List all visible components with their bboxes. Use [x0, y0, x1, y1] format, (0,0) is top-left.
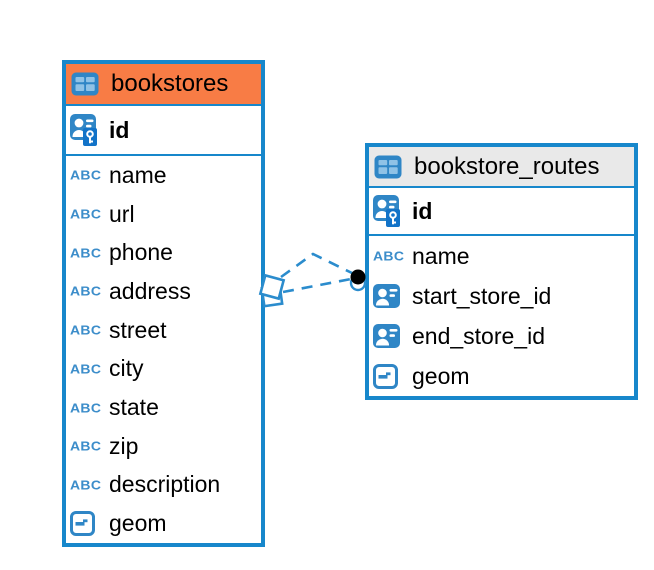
column-row[interactable]: ABC url	[66, 195, 261, 234]
column-name: phone	[109, 239, 173, 266]
table-icon	[71, 72, 102, 96]
column-row[interactable]: ABC zip	[66, 427, 261, 466]
text-type-icon: ABC	[70, 361, 102, 377]
column-name: address	[109, 277, 191, 304]
column-name: name	[412, 242, 470, 269]
column-row[interactable]: geom	[369, 356, 634, 396]
table-title: bookstore_routes	[414, 152, 600, 180]
relation-line-1[interactable]	[280, 252, 353, 279]
text-type-icon: ABC	[70, 167, 102, 183]
column-name: street	[109, 316, 167, 343]
text-type-icon: ABC	[373, 248, 405, 264]
column-row[interactable]: ABC description	[66, 466, 261, 505]
text-type-icon: ABC	[70, 245, 102, 261]
text-type-icon: ABC	[70, 400, 102, 415]
column-row[interactable]: ABC state	[66, 388, 261, 427]
column-name: city	[109, 355, 144, 382]
table-icon	[374, 155, 405, 179]
column-name: description	[109, 471, 221, 498]
column-name: end_store_id	[412, 322, 545, 349]
column-name: id	[109, 116, 130, 143]
table-header-bookstore-routes[interactable]: bookstore_routes	[369, 147, 634, 188]
column-row[interactable]: id	[66, 106, 261, 154]
column-name: id	[412, 197, 433, 224]
geometry-type-icon	[373, 363, 404, 389]
primary-key-icon	[70, 113, 101, 147]
column-row[interactable]: start_store_id	[369, 276, 634, 316]
column-name: geom	[412, 362, 470, 389]
text-type-icon: ABC	[70, 438, 102, 454]
primary-key-section: id	[369, 188, 634, 236]
column-row[interactable]: ABC name	[369, 236, 634, 276]
primary-key-icon	[373, 194, 404, 228]
table-bookstore-routes[interactable]: bookstore_routes id ABC name start_store_i…	[365, 143, 638, 400]
column-row[interactable]: ABC phone	[66, 233, 261, 272]
text-type-icon: ABC	[70, 284, 102, 299]
geometry-type-icon	[70, 511, 101, 537]
column-row[interactable]: geom	[66, 504, 261, 543]
column-row[interactable]: ABC name	[66, 156, 261, 195]
primary-key-section: id	[66, 106, 261, 156]
text-type-icon: ABC	[70, 206, 102, 222]
column-name: zip	[109, 432, 139, 459]
column-name: start_store_id	[412, 282, 552, 309]
text-type-icon: ABC	[70, 477, 102, 493]
table-header-bookstores[interactable]: bookstores	[66, 64, 261, 106]
foreign-key-icon	[373, 284, 404, 308]
table-title: bookstores	[111, 70, 229, 97]
relation-line-2[interactable]	[282, 277, 352, 294]
column-name: geom	[109, 510, 167, 537]
column-name: url	[109, 200, 135, 227]
foreign-key-icon	[373, 324, 404, 348]
column-name: state	[109, 394, 159, 421]
column-row[interactable]: id	[369, 188, 634, 234]
column-name: name	[109, 161, 167, 188]
column-row[interactable]: ABC city	[66, 350, 261, 389]
relation-diamond-marker-1[interactable]	[258, 273, 286, 301]
column-row[interactable]: ABC address	[66, 272, 261, 311]
column-row[interactable]: end_store_id	[369, 316, 634, 356]
text-type-icon: ABC	[70, 322, 102, 338]
column-row[interactable]: ABC street	[66, 311, 261, 350]
relation-dot-marker-1[interactable]	[350, 269, 366, 285]
